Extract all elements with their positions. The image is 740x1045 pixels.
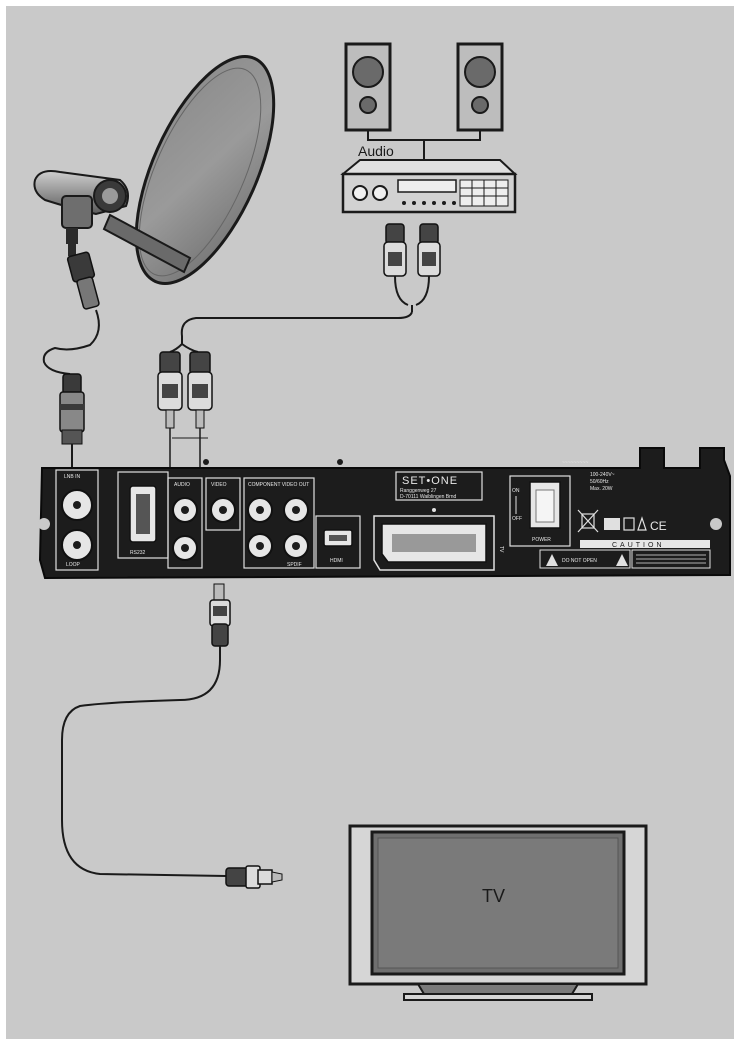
warning-icon bbox=[546, 554, 558, 566]
dolby-icon bbox=[604, 518, 620, 530]
svg-text:50/60Hz: 50/60Hz bbox=[590, 479, 609, 485]
component-label: COMPONENT VIDEO OUT bbox=[248, 482, 309, 488]
audio-amplifier bbox=[340, 159, 518, 214]
speaker-wires bbox=[367, 130, 481, 160]
ce-mark: CE bbox=[650, 519, 667, 533]
audio-label: Audio bbox=[358, 143, 394, 159]
lnb-in-label: LNB IN bbox=[64, 474, 81, 480]
off-label: OFF bbox=[512, 516, 522, 522]
double-insulation-icon bbox=[623, 517, 635, 531]
loop-label: LOOP bbox=[66, 562, 81, 568]
address-line2: D-70111 Waiblingen Brnd bbox=[400, 494, 457, 500]
satellite-dish bbox=[33, 55, 276, 285]
brand-label: SET•ONE bbox=[402, 475, 458, 487]
lnb-cable bbox=[42, 244, 100, 468]
tv-label: TV bbox=[482, 886, 505, 906]
warning-label: DO NOT OPEN bbox=[562, 558, 597, 564]
video-port-label: VIDEO bbox=[211, 482, 227, 488]
on-label: ON bbox=[512, 488, 520, 494]
video-cable bbox=[61, 583, 283, 889]
audio-port-label: AUDIO bbox=[174, 482, 190, 488]
svg-text:TV: TV bbox=[498, 546, 504, 553]
amplifier-rca-plugs bbox=[383, 223, 441, 312]
svg-text:~~~~~~~~~: ~~~~~~~~~ bbox=[562, 460, 588, 466]
receiver-back-panel: LNB IN LOOP RS232 AUDIO VIDEO COMPONENT … bbox=[38, 447, 731, 580]
svg-text:100-240V~: 100-240V~ bbox=[590, 472, 615, 478]
speaker-left bbox=[344, 42, 392, 132]
caution-label: CAUTION bbox=[612, 542, 665, 549]
speaker-right bbox=[456, 42, 504, 132]
hdmi-label: HDMI bbox=[330, 558, 343, 564]
power-label: POWER bbox=[532, 537, 551, 543]
warning-bell-icon bbox=[637, 516, 647, 531]
receiver-audio-plugs bbox=[157, 351, 213, 468]
rs232-label: RS232 bbox=[130, 550, 146, 556]
television: TV bbox=[348, 824, 648, 1001]
spdif-label: SPDIF bbox=[287, 562, 302, 568]
weee-icon bbox=[577, 509, 599, 533]
svg-text:Max. 20W: Max. 20W bbox=[590, 486, 613, 492]
address-line1: Ranggenweg 27 bbox=[400, 488, 437, 494]
